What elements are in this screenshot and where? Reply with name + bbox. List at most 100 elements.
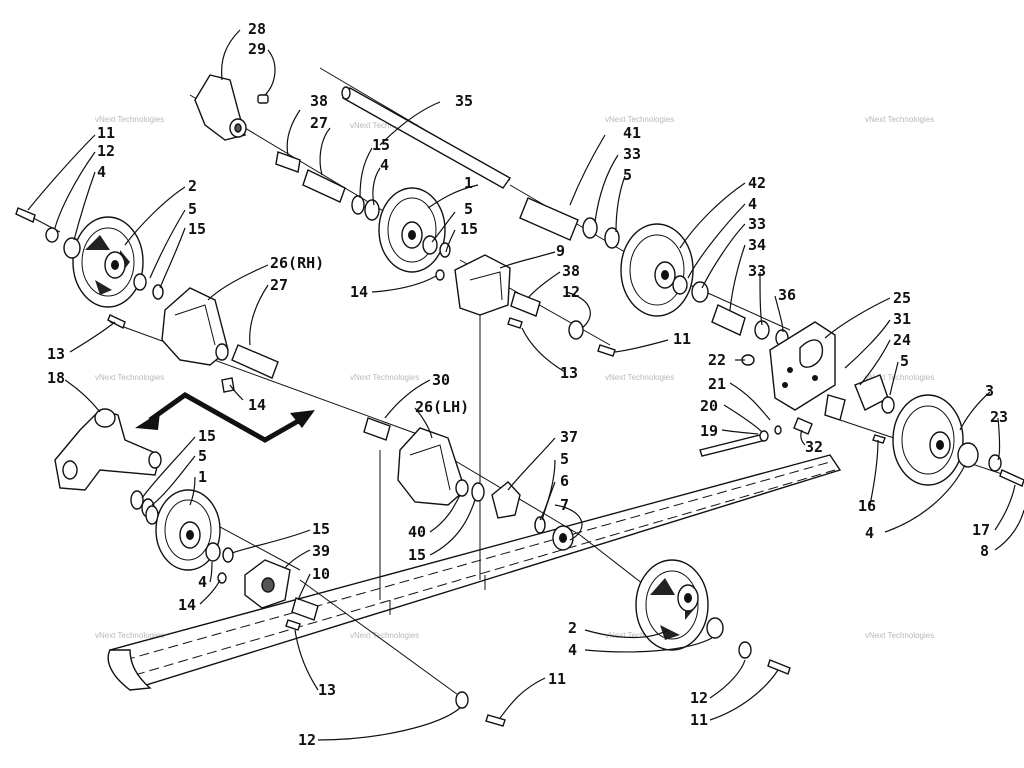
watermark-text: vNext Technologies [350,631,419,640]
callout-26-lh: 26(LH) [415,398,469,416]
callout-20: 20 [700,397,718,415]
callout-31: 31 [893,310,911,328]
callout-33: 33 [748,262,766,280]
adjuster-plate-25 [741,321,836,411]
callout-10: 10 [312,565,330,583]
suspension-arm-26-lh [397,427,485,506]
callout-12: 12 [298,731,316,749]
watermark-text: vNext Technologies [350,121,419,130]
callout-8: 8 [980,542,989,560]
callout-27: 27 [270,276,288,294]
bracket-9 [435,254,616,357]
callout-28: 28 [248,20,266,38]
callout-19: 19 [700,422,718,440]
callout-15: 15 [460,220,478,238]
callout-4: 4 [748,195,757,213]
callout-29: 29 [248,40,266,58]
idler-wheel-1-lower [155,489,234,584]
callout-40: 40 [408,523,426,541]
callout-5: 5 [464,200,473,218]
spacer-30 [363,417,391,441]
callout-27: 27 [310,114,328,132]
idler-wheel-2-left [15,207,164,308]
leader-lines [27,29,1024,741]
callout-21: 21 [708,375,726,393]
callout-35: 35 [455,92,473,110]
watermark-text: vNext Technologies [95,115,164,124]
callout-11: 11 [97,124,115,142]
callout-22: 22 [708,351,726,369]
callout-5: 5 [198,447,207,465]
callout-13: 13 [560,364,578,382]
idler-wheel-42 [620,223,789,347]
callout-15: 15 [372,136,390,154]
callout-24: 24 [893,331,911,349]
callout-4: 4 [198,573,207,591]
callout-16: 16 [858,497,876,515]
callout-42: 42 [748,174,766,192]
spacer-38-upper [275,151,301,173]
callout-5: 5 [623,166,632,184]
spacer-27-upper [302,169,346,203]
callout-11: 11 [673,330,691,348]
callout-6: 6 [560,472,569,490]
washer-group-upper [351,195,380,221]
callout-5: 5 [560,450,569,468]
callout-labels: 28 29 35 38 27 15 4 1 5 15 11 12 4 2 5 1… [47,20,1008,749]
callout-4: 4 [380,156,389,174]
watermarks: vNext Technologies vNext Technologies vN… [95,115,934,640]
shock-bushing-37 [491,481,574,551]
callout-9: 9 [556,242,565,260]
callout-34: 34 [748,236,766,254]
slide-rail [107,454,842,691]
callout-23: 23 [990,408,1008,426]
callout-25: 25 [893,289,911,307]
callout-2: 2 [188,177,197,195]
washer-group-lower-left [130,490,159,525]
callout-33: 33 [748,215,766,233]
callout-4: 4 [568,641,577,659]
suspension-arm-26-rh [107,287,279,393]
callout-15: 15 [408,546,426,564]
callout-5: 5 [900,352,909,370]
callout-4: 4 [97,163,106,181]
shaft-35 [341,86,512,189]
callout-5: 5 [188,200,197,218]
torque-arm-18 [54,408,162,491]
callout-15: 15 [312,520,330,538]
callout-38: 38 [310,92,328,110]
callout-12: 12 [97,142,115,160]
watermark-text: vNext Technologies [605,115,674,124]
callout-3: 3 [985,382,994,400]
callout-39: 39 [312,542,330,560]
callout-30: 30 [432,371,450,389]
rear-idler-wheel-3 [892,394,1024,487]
callout-41: 41 [623,124,641,142]
watermark-text: vNext Technologies [95,373,164,382]
callout-32: 32 [805,438,823,456]
watermark-text: vNext Technologies [865,373,934,382]
watermark-text: vNext Technologies [865,115,934,124]
callout-14: 14 [350,283,368,301]
callout-33: 33 [623,145,641,163]
callout-37: 37 [560,428,578,446]
callout-38: 38 [562,262,580,280]
idler-wheel-2-lower [455,559,791,727]
adjuster-bolt-assembly [699,374,895,457]
callout-13: 13 [47,345,65,363]
idler-wheel-1-upper [378,187,451,273]
callout-2: 2 [568,619,577,637]
watermark-text: vNext Technologies [605,373,674,382]
pivot-bracket-28 [194,74,269,141]
callout-4: 4 [865,524,874,542]
callout-14: 14 [248,396,266,414]
sleeve-41 [519,197,620,249]
callout-14: 14 [178,596,196,614]
callout-18: 18 [47,369,65,387]
callout-11: 11 [548,670,566,688]
callout-1: 1 [464,174,473,192]
callout-1: 1 [198,468,207,486]
callout-15: 15 [198,427,216,445]
watermark-text: vNext Technologies [350,373,419,382]
